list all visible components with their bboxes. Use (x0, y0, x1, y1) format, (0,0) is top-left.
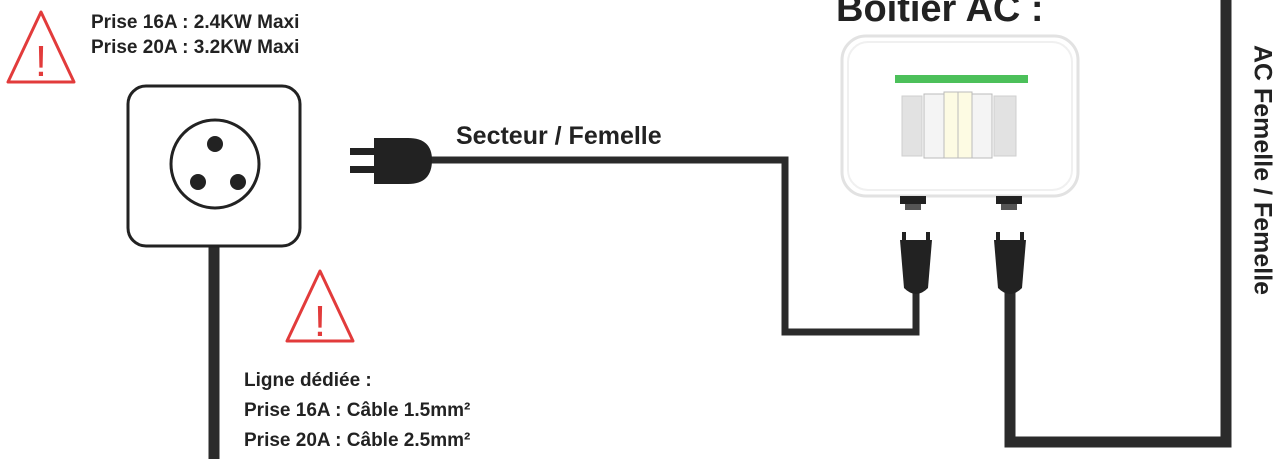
socket-power-warning: Prise 16A : 2.4KW Maxi Prise 20A : 3.2KW… (91, 10, 299, 60)
ac-box (840, 34, 1080, 210)
connector-right (994, 232, 1026, 294)
svg-text:!: ! (35, 37, 47, 86)
warning-line: Ligne dédiée : (244, 370, 372, 391)
warning-line: Prise 20A : Câble 2.5mm² (244, 430, 471, 451)
connector-left (900, 232, 932, 294)
socket-hole (230, 174, 246, 190)
plug-icon (350, 138, 432, 184)
output-cable (1004, 0, 1232, 448)
breaker-rail (895, 75, 1028, 83)
cable-label: Secteur / Femelle (456, 122, 662, 150)
svg-text:!: ! (314, 297, 326, 346)
warning-line: Prise 16A : Câble 1.5mm² (244, 400, 471, 421)
warning-line: Prise 20A : 3.2KW Maxi (91, 37, 300, 58)
dedicated-line-warning: Ligne dédiée : Prise 16A : Câble 1.5mm² … (244, 366, 470, 456)
output-cable-label: AC Femelle / Femelle (1248, 44, 1277, 296)
socket-hole (207, 136, 223, 152)
box-title: Boîtier AC : (836, 0, 1044, 30)
secteur-cable (430, 156, 920, 336)
warning-line: Prise 16A : 2.4KW Maxi (91, 12, 300, 33)
warning-icon-bottom: ! (285, 269, 355, 346)
warning-icon-top: ! (6, 10, 76, 86)
wall-socket (126, 84, 302, 248)
socket-hole (190, 174, 206, 190)
